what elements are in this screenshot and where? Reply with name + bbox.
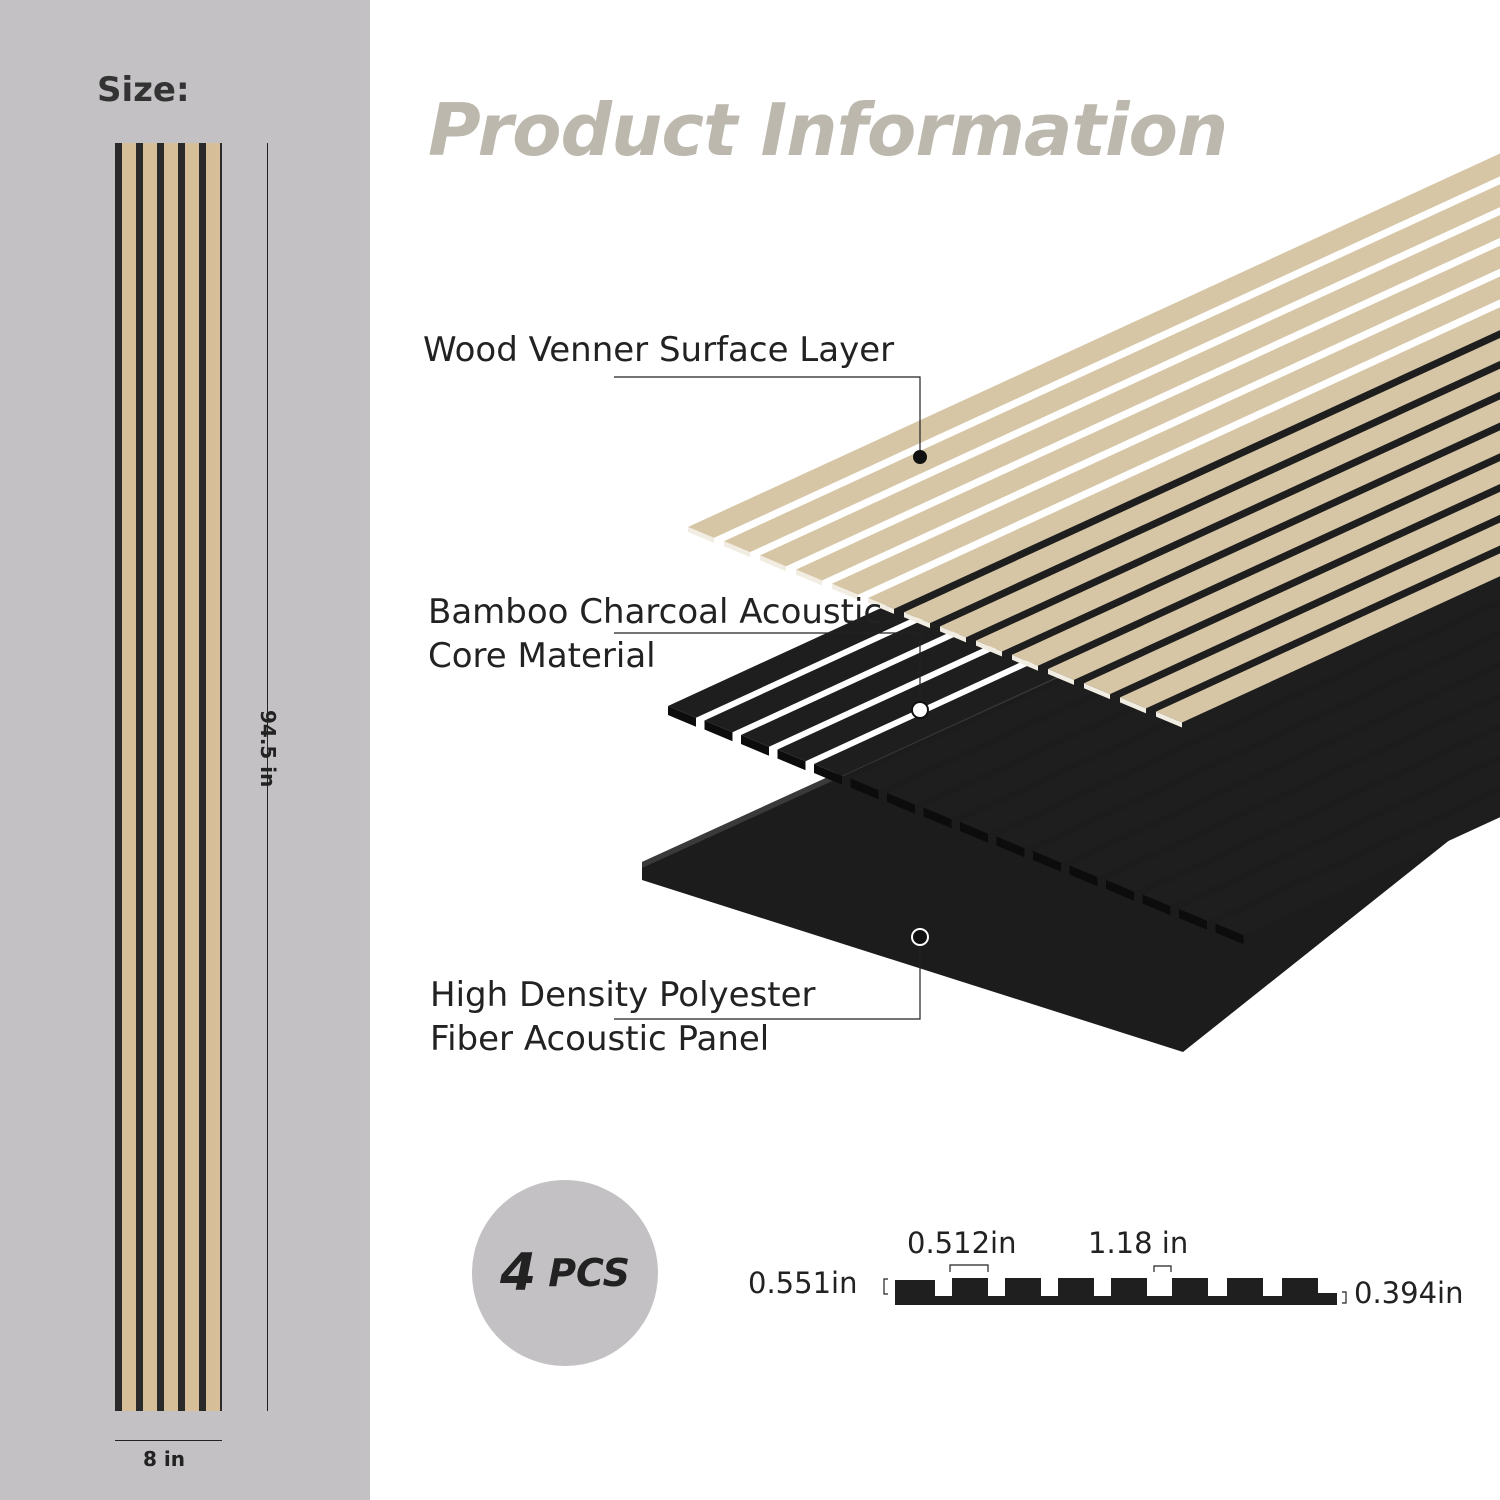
page-title: Product Information: [428, 88, 1228, 172]
base-label-line2: Fiber Acoustic Panel: [430, 1019, 770, 1059]
slat-width-label: 0.512in: [907, 1226, 1017, 1260]
wood-slat: [1084, 491, 1500, 695]
core-label-line2: Core Material: [428, 636, 656, 676]
core-slat-edge: [1069, 865, 1098, 887]
core-slat-edge: [814, 764, 842, 785]
wood-slat: [688, 153, 1500, 538]
core-slat-edge: [850, 778, 879, 800]
wood-slat-edge: [1012, 654, 1038, 671]
core-slat-edge: [887, 793, 915, 814]
wood-slat-edge: [832, 583, 858, 600]
wood-slat: [1120, 522, 1500, 709]
wood-slat-edge: [796, 569, 822, 586]
core-slat-edge: [777, 749, 806, 771]
core-slat: [960, 573, 1500, 834]
core-slat-edge: [668, 706, 696, 727]
base-layer-marker: [911, 928, 929, 946]
wood-slat: [832, 276, 1500, 595]
base-label-line1: High Density Polyester: [430, 975, 816, 1015]
wood-slat-edge: [724, 541, 750, 558]
wood-layer-marker: [913, 450, 927, 464]
gap-width-label: 1.18 in: [1088, 1226, 1189, 1260]
core-slat-edge: [1215, 923, 1244, 945]
core-slat-edge: [704, 720, 733, 742]
core-slat: [1106, 698, 1500, 892]
wood-slat: [760, 215, 1500, 567]
wood-slat: [1048, 461, 1500, 680]
wood-slat-edge: [1084, 683, 1110, 700]
width-dimension-line: [115, 1440, 222, 1441]
core-slat-edge: [1179, 909, 1207, 930]
wood-slat-edge: [688, 527, 714, 543]
width-label: 8 in: [143, 1447, 185, 1471]
wood-slat-edge: [1048, 669, 1074, 685]
height-dimension-line: [267, 143, 268, 1411]
wood-slat: [976, 399, 1500, 652]
core-label-line1: Bamboo Charcoal Acoustic: [428, 592, 883, 632]
core-slat-edge: [996, 836, 1025, 858]
core-slat-edge: [741, 735, 769, 756]
wood-slat: [796, 245, 1500, 581]
wood-slat-edge: [940, 626, 966, 643]
core-slat: [1069, 667, 1500, 878]
core-slat: [1215, 792, 1500, 936]
wood-slat-edge: [976, 640, 1002, 657]
core-slat: [1033, 636, 1500, 863]
core-layer-marker: [911, 701, 929, 719]
wood-slat: [1156, 553, 1500, 723]
wood-slat-edge: [868, 598, 894, 614]
core-slat-edge: [923, 807, 952, 829]
total-thickness-label: 0.551in: [748, 1266, 858, 1300]
wood-slat-edge: [904, 612, 930, 629]
size-label: Size:: [97, 70, 190, 110]
base-thickness-label: 0.394in: [1354, 1276, 1464, 1310]
core-slat-edge: [960, 822, 988, 843]
wood-slat-edge: [760, 555, 786, 572]
core-slat: [1142, 730, 1500, 907]
wood-slat: [940, 368, 1500, 638]
core-slat-edge: [1106, 880, 1134, 901]
leader-lines: [614, 376, 921, 1020]
wood-slat: [1012, 430, 1500, 666]
wood-slat-edge: [1120, 697, 1146, 714]
profile-diagram: [883, 1264, 1347, 1305]
core-slat-edge: [1033, 851, 1061, 872]
quantity-unit: PCS: [548, 1251, 630, 1295]
wood-slat-edge: [1156, 711, 1182, 728]
panel-front-view: [115, 143, 222, 1411]
core-slat-edge: [1142, 894, 1171, 916]
quantity-number: 4: [500, 1243, 537, 1303]
core-slat: [996, 604, 1500, 849]
wood-slat: [904, 338, 1500, 624]
wood-layer-label: Wood Venner Surface Layer: [423, 330, 895, 370]
core-slat: [1179, 761, 1500, 921]
wood-slat: [868, 307, 1500, 609]
